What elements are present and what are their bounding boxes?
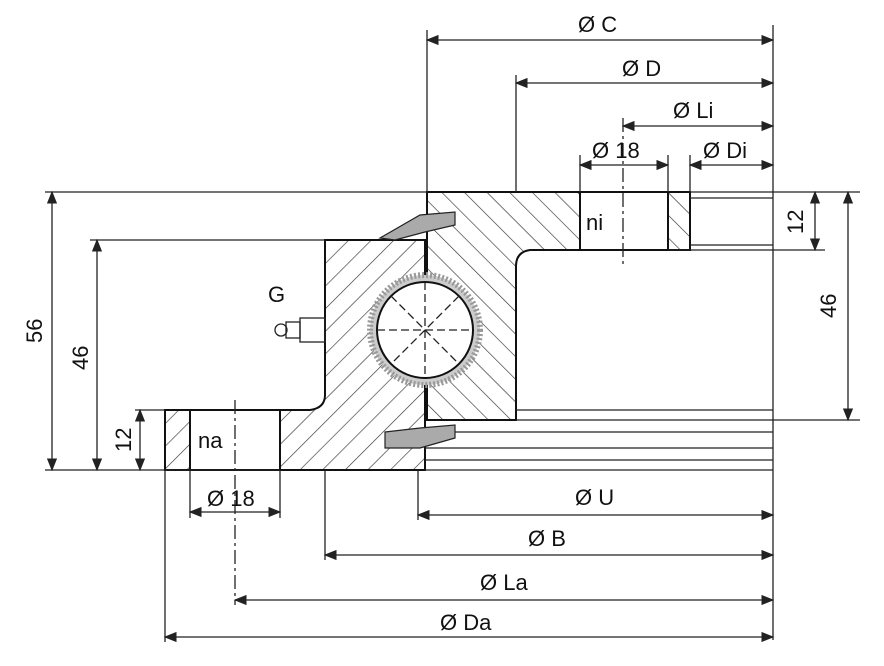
dim-dia-di: Ø Di — [703, 138, 747, 163]
dim-height-12-right: 12 — [783, 210, 808, 234]
dim-dia-c: Ø C — [578, 12, 617, 37]
ball — [367, 272, 483, 388]
dim-height-46-left: 46 — [68, 346, 93, 370]
dim-dia-la: Ø La — [480, 570, 528, 595]
lower-seal — [384, 424, 456, 449]
dim-dia-18-bottom: Ø 18 — [207, 486, 255, 511]
grease-nipple-icon — [274, 317, 326, 343]
dim-height-46-right: 46 — [816, 294, 841, 318]
dim-height-56-left: 56 — [22, 319, 47, 343]
dim-dia-li: Ø Li — [673, 98, 713, 123]
grease-nipple-label: G — [268, 282, 285, 307]
dim-height-12-left: 12 — [111, 428, 136, 452]
dim-dia-d: Ø D — [622, 56, 661, 81]
dim-dia-da: Ø Da — [440, 610, 492, 635]
upper-seal — [378, 211, 456, 241]
outer-holes-label: na — [198, 428, 223, 453]
dim-dia-18-top: Ø 18 — [592, 138, 640, 163]
inner-holes-label: ni — [586, 210, 603, 235]
dimension-lines — [46, 34, 854, 643]
dim-dia-u: Ø U — [575, 485, 614, 510]
dim-dia-b: Ø B — [528, 526, 566, 551]
